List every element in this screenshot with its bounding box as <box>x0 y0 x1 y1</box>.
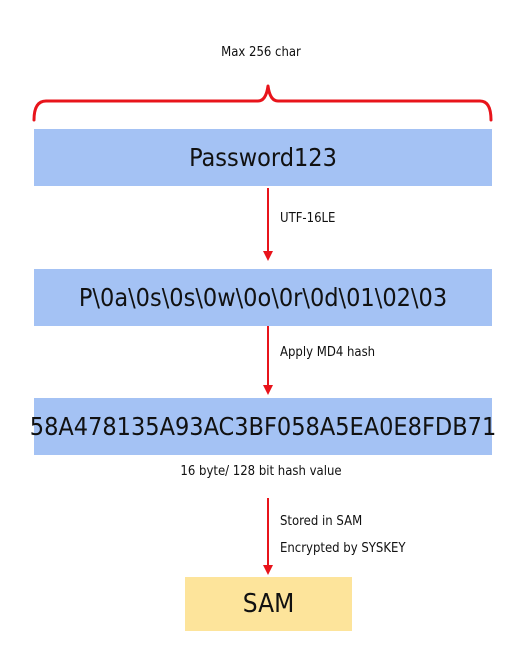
sam-arrow-head <box>263 565 273 575</box>
md4-label: Apply MD4 hash <box>280 345 376 360</box>
sam-box: SAM <box>185 577 352 631</box>
brace-bracket <box>32 84 493 122</box>
password-text: Password123 <box>189 143 337 172</box>
store-label-2: Encrypted by SYSKEY <box>280 541 406 556</box>
utf16-label: UTF-16LE <box>280 211 336 226</box>
utf16-arrow-head <box>263 251 273 261</box>
utf16-box: P\0a\0s\0s\0w\0o\0r\0d\01\02\03 <box>34 269 492 326</box>
md4-arrow-head <box>263 385 273 395</box>
sam-text: SAM <box>242 589 295 619</box>
top-label: Max 256 char <box>221 45 301 60</box>
password-box: Password123 <box>34 129 492 186</box>
utf16-text: P\0a\0s\0s\0w\0o\0r\0d\01\02\03 <box>78 283 448 312</box>
store-label-1: Stored in SAM <box>280 514 363 529</box>
hash-box: 58A478135A93AC3BF058A5EA0E8FDB71 <box>30 398 496 455</box>
hash-caption: 16 byte/ 128 bit hash value <box>180 464 342 479</box>
hash-text: 58A478135A93AC3BF058A5EA0E8FDB71 <box>29 412 497 441</box>
